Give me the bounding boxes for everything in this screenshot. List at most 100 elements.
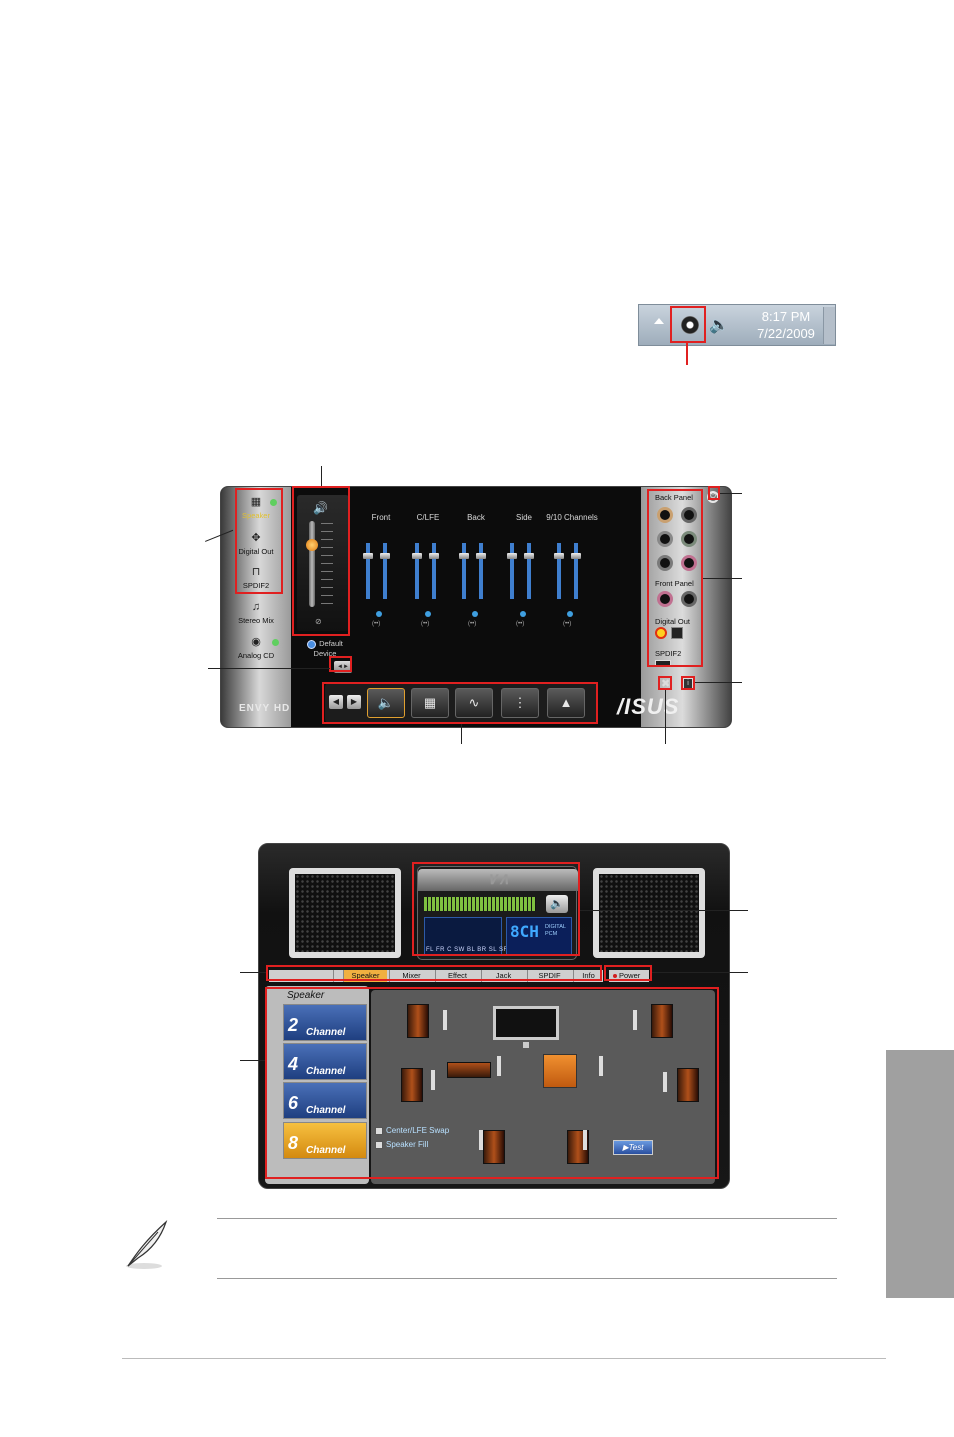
equalizer-button[interactable]: ⋮ (501, 688, 539, 718)
fader-knob[interactable] (429, 553, 439, 559)
device-spdif2[interactable]: ⊓ SPDIF2 (227, 565, 285, 590)
fader[interactable] (574, 543, 578, 599)
mute-icon[interactable]: ⊘ (315, 617, 322, 626)
highlight-box (266, 965, 602, 981)
fader-knob[interactable] (507, 553, 517, 559)
fader-knob[interactable] (380, 553, 390, 559)
jack[interactable] (681, 507, 697, 523)
fader-knob[interactable] (554, 553, 564, 559)
fader-knob[interactable] (412, 553, 422, 559)
tab-spdif[interactable]: SPDIF (527, 970, 571, 982)
up-arrow-icon[interactable] (654, 318, 664, 324)
level-slider[interactable] (431, 1070, 435, 1090)
channel-6-button[interactable]: 6 Channel (283, 1082, 367, 1119)
tab-effect[interactable]: Effect (435, 970, 479, 982)
jack[interactable] (657, 591, 673, 607)
link-toggle[interactable]: (••) (421, 621, 430, 627)
hd-audio-center: ▦ Speaker ✥ Digital Out ⊓ SPDIF2 ♫ Stere… (220, 486, 732, 728)
environment-button[interactable]: ▲ (547, 688, 585, 718)
fader[interactable] (527, 543, 531, 599)
tray-clock[interactable]: 8:17 PM 7/22/2009 (747, 308, 825, 342)
link-toggle[interactable]: (••) (372, 621, 381, 627)
jack[interactable] (657, 555, 673, 571)
fader[interactable] (557, 543, 561, 599)
device-label: Speaker (242, 511, 270, 520)
waveform-button[interactable]: ∿ (455, 688, 493, 718)
checkbox[interactable] (375, 1140, 383, 1149)
level-slider[interactable] (633, 1010, 637, 1030)
jack[interactable] (681, 531, 697, 547)
volume-icon[interactable]: 🔈 (709, 317, 729, 334)
back-left-speaker[interactable] (483, 1130, 505, 1164)
fader[interactable] (462, 543, 466, 599)
channel-label: 9/10 Channels (546, 513, 598, 522)
fader[interactable] (383, 543, 387, 599)
link-toggle[interactable]: (••) (563, 621, 572, 627)
level-slider[interactable] (479, 1130, 483, 1150)
tab-jack[interactable]: Jack (481, 970, 525, 982)
tab-info[interactable]: Info (573, 970, 603, 982)
side-right-speaker[interactable] (677, 1068, 699, 1102)
channel-2-button[interactable]: 2 Channel (283, 1004, 367, 1041)
front-right-speaker[interactable] (651, 1004, 673, 1038)
front-left-speaker[interactable] (407, 1004, 429, 1038)
fader[interactable] (366, 543, 370, 599)
speaker-fill-option[interactable]: Speaker Fill (375, 1140, 428, 1149)
optical-jack[interactable] (671, 627, 683, 639)
device-digital-out[interactable]: ✥ Digital Out (227, 531, 285, 556)
next-button[interactable]: ▶ (347, 695, 361, 709)
subwoofer[interactable] (543, 1054, 577, 1088)
tab-mixer[interactable]: Mixer (389, 970, 433, 982)
device-speaker[interactable]: ▦ Speaker (227, 495, 285, 520)
mute-button[interactable]: 🔈 (546, 895, 568, 913)
channel-number: 2 (288, 1015, 299, 1035)
center-lfe-swap-option[interactable]: Center/LFE Swap (375, 1126, 449, 1135)
highlight-line (686, 343, 688, 365)
channel-word: Channel (306, 1105, 346, 1116)
link-toggle[interactable]: (••) (516, 621, 525, 627)
level-slider[interactable] (663, 1072, 667, 1092)
default-device-button[interactable]: Default Device (295, 639, 355, 659)
device-analog-cd[interactable]: ◉ Analog CD (227, 635, 285, 660)
fader[interactable] (510, 543, 514, 599)
jack[interactable] (657, 507, 673, 523)
level-slider[interactable] (583, 1130, 587, 1150)
volume-icon: 🔊 (313, 501, 328, 515)
device-stereo-mix[interactable]: ♫ Stereo Mix (227, 600, 285, 625)
channel-word: Channel (306, 1027, 346, 1038)
jack[interactable] (681, 555, 697, 571)
side-left-speaker[interactable] (401, 1068, 423, 1102)
fader[interactable] (479, 543, 483, 599)
center-speaker[interactable] (447, 1062, 491, 1078)
level-slider[interactable] (497, 1056, 501, 1076)
jack[interactable] (657, 531, 673, 547)
volume-slider-track[interactable] (309, 521, 315, 607)
link-toggle[interactable]: (••) (468, 621, 477, 627)
level-slider[interactable] (443, 1010, 447, 1030)
checkbox[interactable] (375, 1126, 383, 1135)
fader-knob[interactable] (571, 553, 581, 559)
channel-4-button[interactable]: 4 Channel (283, 1043, 367, 1080)
fader[interactable] (415, 543, 419, 599)
highlight-box (322, 682, 598, 724)
option-label: Speaker Fill (386, 1140, 429, 1149)
channel-word: Channel (306, 1145, 346, 1156)
coaxial-jack[interactable] (655, 627, 667, 639)
prev-button[interactable]: ◀ (329, 695, 343, 709)
channel-8-button[interactable]: 8 Channel (283, 1122, 367, 1159)
test-button[interactable]: ▶Test (613, 1140, 653, 1155)
fader-knob[interactable] (459, 553, 469, 559)
footer-rule (122, 1358, 886, 1359)
fader-knob[interactable] (363, 553, 373, 559)
hd-audio-icon[interactable] (681, 316, 699, 334)
speaker-volume-button[interactable]: 🔈 (367, 688, 405, 718)
speaker-config-button[interactable]: ▦ (411, 688, 449, 718)
jack[interactable] (681, 591, 697, 607)
fader-knob[interactable] (524, 553, 534, 559)
level-slider[interactable] (599, 1056, 603, 1076)
volume-slider-knob[interactable] (306, 539, 318, 551)
fader[interactable] (432, 543, 436, 599)
show-desktop-button[interactable] (823, 307, 835, 344)
tools-icon[interactable]: ✖ (661, 678, 671, 690)
fader-knob[interactable] (476, 553, 486, 559)
